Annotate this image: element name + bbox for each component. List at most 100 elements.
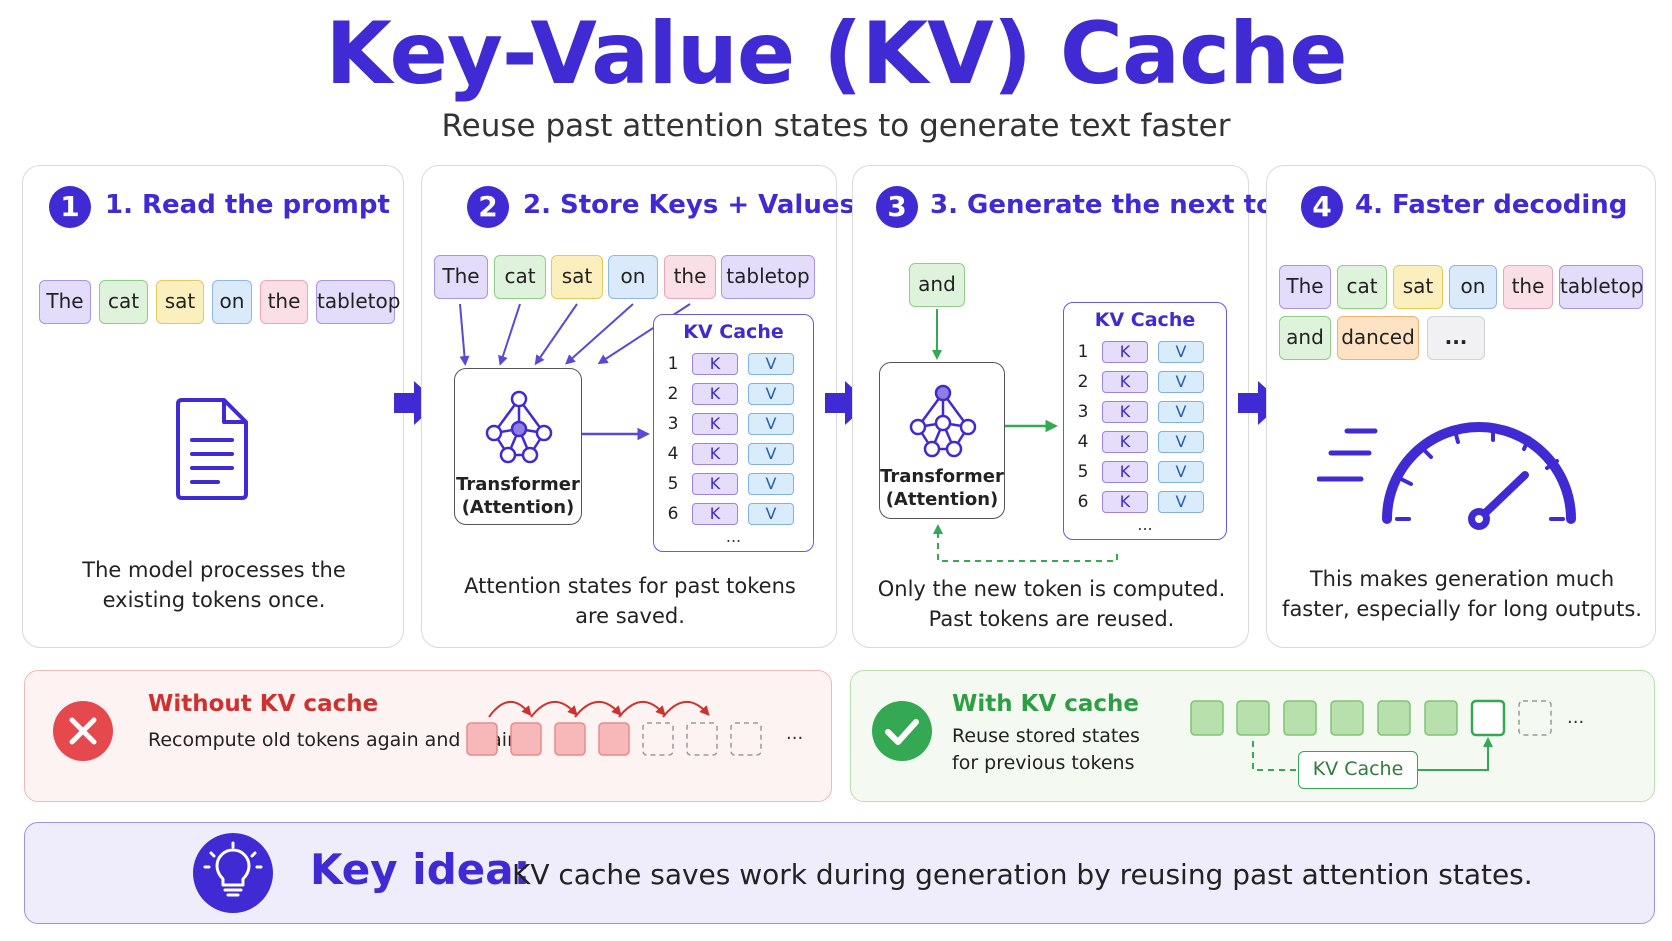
kv-value-cell: V — [1158, 431, 1204, 453]
check-circle-icon — [872, 701, 932, 761]
kv-value-cell: V — [1158, 341, 1204, 363]
with-kv-cache-box: With KV cache Reuse stored states for pr… — [850, 670, 1655, 802]
transformer-block: Transformer (Attention) — [879, 362, 1005, 519]
without-kv-more: ... — [786, 723, 804, 744]
kv-value-cell: V — [1158, 491, 1204, 513]
step-1-desc-line1: The model processes the — [82, 558, 346, 582]
token-the: The — [39, 280, 91, 324]
token-more: ... — [1427, 316, 1485, 360]
step-4-number: 4 — [1301, 186, 1343, 228]
step-3-title: 3. Generate the next token — [930, 190, 1327, 220]
kv-row-number: 1 — [1077, 342, 1089, 362]
kv-key-cell: K — [1102, 341, 1148, 363]
network-icon — [909, 384, 977, 458]
kv-key-cell: K — [1102, 371, 1148, 393]
token-input-arrows — [459, 303, 691, 441]
token-sat: sat — [156, 280, 204, 324]
token-on: on — [1449, 265, 1497, 309]
token-the: The — [434, 255, 488, 299]
kv-key-cell: K — [692, 503, 738, 525]
step-4-desc-line1: This makes generation much — [1309, 567, 1615, 591]
kv-row-number: 6 — [667, 504, 679, 524]
flow-arrow-3 — [1238, 381, 1282, 425]
step-3-panel: 3 3. Generate the next token and — [852, 165, 1327, 648]
with-kv-text: Reuse stored states for previous tokens — [952, 723, 1140, 777]
step-1-number: 1 — [49, 186, 91, 228]
with-kv-text-line2: for previous tokens — [952, 752, 1135, 774]
new-token-and: and — [909, 263, 965, 307]
step-1-panel: 1 1. Read the prompt The cat sat on the … — [22, 165, 404, 648]
kv-key-cell: K — [692, 473, 738, 495]
token-sat: sat — [551, 255, 603, 299]
kv-row-number: 6 — [1077, 492, 1089, 512]
kv-key-cell: K — [1102, 401, 1148, 423]
key-idea-text: KV cache saves work during generation by… — [512, 858, 1533, 891]
kv-key-cell: K — [692, 383, 738, 405]
kv-cache-title: KV Cache — [683, 321, 784, 343]
kv-row-number: 5 — [1077, 462, 1089, 482]
token-on: on — [212, 280, 252, 324]
token-tabletop: tabletop — [1559, 265, 1643, 309]
document-icon — [176, 398, 248, 500]
step-4-description: This makes generation much faster, espec… — [1267, 564, 1657, 624]
kv-row-number: 4 — [667, 444, 679, 464]
kv-value-cell: V — [1158, 401, 1204, 423]
kv-key-cell: K — [692, 353, 738, 375]
lightbulb-icon — [193, 833, 273, 913]
kv-key-cell: K — [692, 413, 738, 435]
kv-row-number: 3 — [1077, 402, 1089, 422]
kv-key-cell: K — [1102, 461, 1148, 483]
step-3-arrows — [932, 309, 1118, 562]
with-kv-text-line1: Reuse stored states — [952, 725, 1140, 747]
kv-value-cell: V — [1158, 461, 1204, 483]
key-idea-label: Key idea: — [310, 845, 531, 894]
step-2-number: 2 — [467, 186, 509, 228]
token-cat: cat — [99, 280, 148, 324]
step-4-desc-line2: faster, especially for long outputs. — [1282, 597, 1642, 621]
kv-row-number: 3 — [667, 414, 679, 434]
kv-cache-more: ... — [725, 527, 742, 546]
flow-arrow-2 — [825, 381, 869, 425]
kv-cache-title: KV Cache — [1094, 309, 1196, 331]
token-and: and — [1279, 316, 1331, 360]
token-the-2: the — [1503, 265, 1553, 309]
step-3-number: 3 — [876, 186, 918, 228]
transformer-label-line1: Transformer — [456, 474, 580, 495]
reuse-diagram — [1190, 699, 1552, 771]
step-1-description: The model processes the existing tokens … — [23, 555, 405, 615]
network-icon — [485, 390, 553, 464]
step-1-desc-line2: existing tokens once. — [102, 588, 326, 612]
kv-value-cell: V — [748, 413, 794, 435]
kv-row-number: 2 — [1077, 372, 1089, 392]
flow-arrow-1 — [394, 381, 438, 425]
transformer-label-line2: (Attention) — [461, 497, 575, 518]
token-cat: cat — [1337, 265, 1387, 309]
step-4-panel: 4 4. Faster decoding The cat sat on the … — [1266, 165, 1656, 648]
kv-value-cell: V — [748, 353, 794, 375]
kv-row-number: 1 — [667, 354, 679, 374]
token-on: on — [608, 255, 658, 299]
step-3-description: Only the new token is computed. Past tok… — [853, 574, 1250, 634]
token-tabletop: tabletop — [721, 255, 815, 299]
step-3-desc-line2: Past tokens are reused. — [928, 607, 1175, 631]
step-1-title: 1. Read the prompt — [105, 190, 390, 220]
kv-key-cell: K — [1102, 431, 1148, 453]
step-2-title: 2. Store Keys + Values — [523, 190, 855, 220]
kv-key-cell: K — [1102, 491, 1148, 513]
kv-value-cell: V — [748, 503, 794, 525]
token-the: The — [1279, 265, 1331, 309]
without-kv-cache-box: Without KV cache Recompute old tokens ag… — [24, 670, 832, 802]
page-title: Key-Value (KV) Cache — [325, 4, 1347, 104]
kv-row-number: 4 — [1077, 432, 1089, 452]
kv-row-number: 5 — [667, 474, 679, 494]
key-idea-banner: Key idea: KV cache saves work during gen… — [24, 822, 1655, 924]
token-cat: cat — [494, 255, 546, 299]
step-3-desc-line1: Only the new token is computed. — [877, 577, 1226, 601]
kv-row-number: 2 — [667, 384, 679, 404]
kv-value-cell: V — [748, 473, 794, 495]
kv-cache-more: ... — [1137, 515, 1153, 534]
kv-value-cell: V — [748, 383, 794, 405]
token-the-2: the — [664, 255, 716, 299]
